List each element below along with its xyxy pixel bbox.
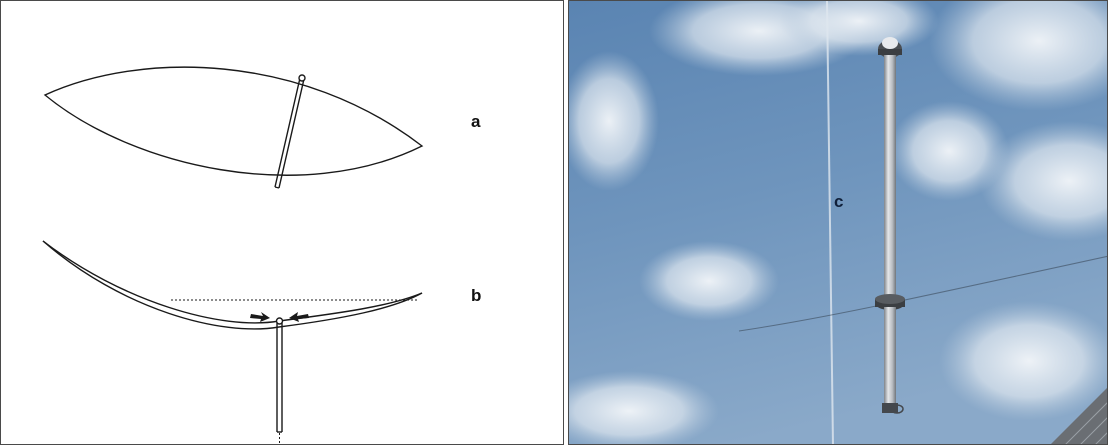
arrow-left-pointing	[289, 312, 309, 322]
label-b: b	[471, 286, 481, 306]
diagram-panel	[0, 0, 564, 445]
strut-b-joint	[277, 318, 283, 324]
diagram-svg	[1, 1, 565, 445]
rod-a-top-joint	[299, 75, 305, 81]
mast-shaft-lower	[884, 307, 896, 407]
rod-a-inner	[279, 79, 304, 188]
rod-a-end-cap	[275, 187, 279, 188]
drawing-b	[43, 241, 422, 445]
lens-outline	[45, 67, 422, 175]
photo-panel	[568, 0, 1108, 445]
drawing-a	[45, 67, 422, 188]
photo-svg	[569, 1, 1108, 445]
label-c: c	[834, 192, 843, 212]
label-a: a	[471, 112, 480, 132]
membrane-lower	[43, 241, 422, 329]
mast-shaft-upper	[884, 55, 896, 299]
arrow-right-pointing	[250, 312, 270, 322]
rod-a-outer	[275, 78, 300, 187]
